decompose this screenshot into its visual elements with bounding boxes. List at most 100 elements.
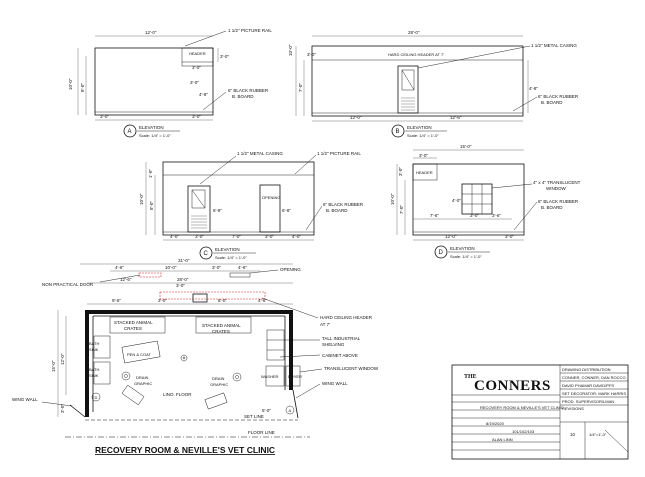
dryer [285,365,301,387]
dim-a-bottom-right: 3'-0" [192,114,201,119]
tb-sheet: 10 [570,432,576,437]
elev-d-label: ELEVATION [450,246,475,251]
note-header-1: HARD CEILING HEADER [320,315,373,320]
elev-b-label: ELEVATION [407,125,432,130]
dim-d-top-small: 3'-0" [419,153,428,158]
elev-b-door [397,65,419,114]
dim-plan-row4-b: 3'-0" [158,298,167,303]
dim-a-top: 12'-0" [145,30,157,35]
elev-b-wall [311,45,524,117]
dim-d-b2: 3'-0" [505,234,514,239]
dim-c-left: 10'-0" [139,193,144,205]
dim-plan-left-small: 3'-0" [60,404,65,413]
dim-b-right: 4'-8" [529,86,538,91]
wing-wall-left [69,404,86,418]
note-non-practical-door: NON PRACTICAL DOOR [42,282,94,287]
tb-episode: 101/102/103 [512,429,535,434]
elev-d-wall [412,163,525,236]
note-c-rail: 1 1/2" PICTURE RAIL [317,151,361,156]
label-plan-opening: OPENING [280,267,301,272]
dim-c-left-inner: 8'-0" [149,201,154,210]
label-drain-2b: GRAPHIC [210,382,228,387]
note-a-base-2: B. BOARD [232,94,254,99]
dim-d-b1: 12'-0" [445,234,457,239]
floor-plan: 31'-0" 4'-6" 10'-0" 3'-0" 4'-6" 12'-6" 3… [12,258,379,455]
non-practical-door [138,272,162,278]
dim-plan-total: 31'-0" [178,258,190,263]
elev-c-scale: Scale: 1/4" = 1'-0" [215,255,247,260]
elev-c-wall [162,161,315,236]
note-d-window-1: 4" x 4" TRANSLUCENT [533,180,581,185]
stacked-crates-left [109,316,166,334]
note-c-base-1: 6" BLACK RUBBER [323,202,364,207]
note-translucent-window: TRANSLUCENT WINDOW [324,366,379,371]
dim-b-left-inner: 7'-0" [298,83,303,92]
note-b-base-2: B. BOARD [541,100,563,105]
label-drain-1b: GRAPHIC [134,381,152,386]
dim-b-top: 28'-0" [408,30,420,35]
elev-c-opening [259,184,281,233]
dim-d-left: 10'-0" [390,193,395,205]
logo-the: THE [464,374,477,380]
dim-plan-left-inner: 12'-0" [60,353,65,365]
dim-a-right-top: 3'-0" [220,54,229,59]
note-d-base-2: B. BOARD [541,205,563,210]
dim-a-bottom-left: 3'-0" [100,114,109,119]
dim-plan-row4-d: 4'-6" [258,298,267,303]
label-floor-line: FLOOR LINE [248,430,275,435]
washer [265,365,285,387]
note-c-base-2: B. BOARD [326,208,348,213]
elev-a-header-label: HEADER [189,51,206,56]
elev-a-label: ELEVATION [139,125,164,130]
label-drain-2a: DRAIN [212,376,225,381]
note-d-window-2: WINDOW [546,186,566,191]
elevation-c: OPENING 10'-0" 8'-0" 1'-0" 6'-8" 6'-8" 4… [139,151,364,260]
dim-c-left-top: 1'-0" [148,169,153,178]
note-c-casing: 1 1/2" METAL CASING [237,151,283,156]
elev-c-opening-label: OPENING [262,195,280,200]
elev-b-scale: Scale: 1/4" = 1'-0" [407,133,439,138]
dim-d-left-inner: 7'-0" [399,205,404,214]
label-set-line: SET LINE [244,414,264,419]
dim-c-b2: 3'-0" [195,234,204,239]
tb-r5: PROD. SUPERVISOR/LMAN [562,399,614,404]
tb-r6: REVISIONS [562,406,584,411]
note-b-casing: 1 1/2" METAL CASING [531,43,577,48]
drain-2 [232,372,242,382]
plan-door-top [192,293,208,303]
wing-wall-right [292,389,299,419]
note-a-rail: 1 1/2" PICTURE RAIL [228,28,272,33]
tall-industrial-shelving [266,329,285,361]
tb-date: 8/19/2020 [486,421,505,426]
label-lino-floor: LINO. FLOOR [163,392,192,397]
note-wing-wall-right: WING WALL [322,381,348,386]
label-bath-2a: BATH [89,367,99,372]
dim-c-b3: 7'-0" [232,234,241,239]
tb-r3: DAVID PHAMAR DAVID/PFS [562,383,614,388]
dim-plan-row2-b: 10'-0" [165,265,177,270]
elev-c-door [187,185,211,233]
note-wing-wall-left: WING WALL [12,397,38,402]
plan-opening [229,272,251,278]
drain-1 [121,371,131,381]
dim-c-b1: 4'-0" [170,234,179,239]
elevation-a: HEADER 12'-0" 10'-0" 8'-0" 3'-0" 3'-0" 3… [68,28,272,138]
dim-b-left-top: 3'-0" [307,52,316,57]
elev-c-letter: C [204,251,209,257]
dim-c-b4: 3'-0" [265,234,274,239]
dim-d-w2: 3'-0" [470,213,479,218]
label-dryer: DRYER [288,374,302,379]
elev-c-label: ELEVATION [215,247,240,252]
elev-b-header-label: HARD CEILING HEADER AT 7' [388,52,444,57]
dim-d-window-h: 4'-0" [452,198,461,203]
elev-a-header [181,47,214,67]
dim-a-inner-b: 3'-0" [190,80,199,85]
stacked-crates-right [195,316,252,334]
elev-a-letter: A [128,129,132,135]
tb-show-name: RECOVERY ROOM & NEVILLE'S VET CLINIC [480,405,564,410]
dim-c-door: 6'-8" [213,208,222,213]
dim-b-bottom-left: 12'-0" [350,115,362,120]
elev-d-header [412,163,438,181]
dim-a-left: 10'-0" [68,78,73,90]
